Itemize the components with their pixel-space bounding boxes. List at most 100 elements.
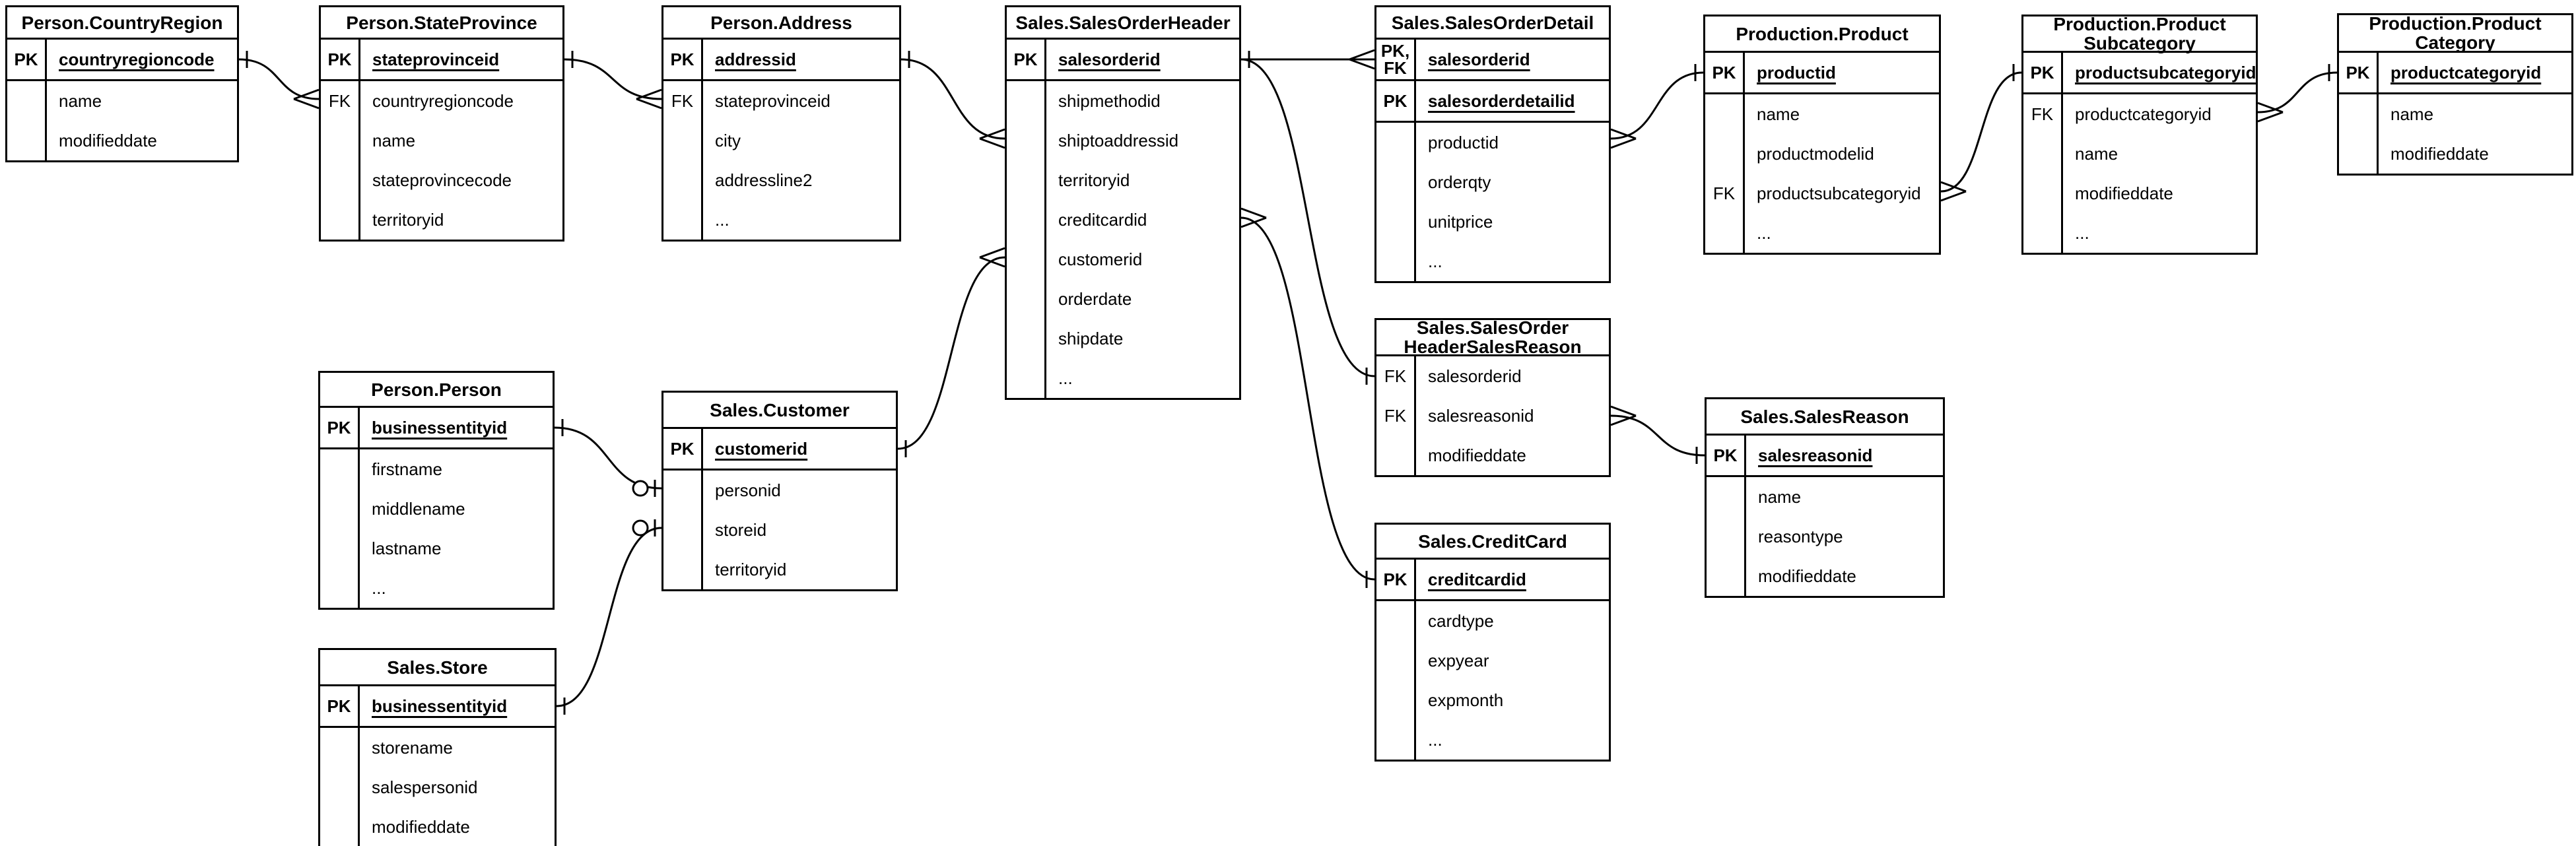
key-label-line: PK xyxy=(670,49,695,69)
key-label-line: PK, xyxy=(1380,41,1410,61)
key-label xyxy=(1007,358,1044,398)
field-name-businessentityid: businessentityid xyxy=(372,417,508,438)
field-name-cardtype: cardtype xyxy=(1428,610,1494,631)
field-column: salesorderid xyxy=(1416,40,1609,79)
field-name-city: city xyxy=(715,130,741,150)
field-row: salesorderdetailid xyxy=(1416,81,1609,121)
field-row: modifieddate xyxy=(2379,134,2571,174)
field-name-territoryid: territoryid xyxy=(372,209,444,230)
field-name-name: name xyxy=(59,90,102,111)
field-name-: ... xyxy=(1757,222,1771,243)
field-name-orderdate: orderdate xyxy=(1058,288,1132,309)
field-row: modifieddate xyxy=(1746,556,1943,596)
entity-title: Production.Product xyxy=(1705,16,1939,53)
field-row: productsubcategoryid xyxy=(1745,174,1939,213)
key-label: FK xyxy=(2023,94,2061,134)
key-label xyxy=(320,489,358,529)
key-label: PK xyxy=(663,40,701,79)
key-label: PK xyxy=(7,40,45,79)
field-name-salesorderid: salesorderid xyxy=(1058,49,1161,69)
field-name-productid: productid xyxy=(1757,62,1836,82)
field-name-productmodelid: productmodelid xyxy=(1757,143,1874,164)
field-name-unitprice: unitprice xyxy=(1428,211,1493,232)
entity-title-line: Sales.CreditCard xyxy=(1418,531,1567,552)
field-row: reasontype xyxy=(1746,517,1943,556)
relationship-line xyxy=(897,256,1005,450)
field-name-customerid: customerid xyxy=(1058,249,1143,269)
key-column xyxy=(320,728,360,846)
field-name-creditcardid: creditcardid xyxy=(1058,209,1147,230)
field-name-storeid: storeid xyxy=(715,519,767,540)
entity-title-line: Person.Person xyxy=(371,379,502,400)
field-name-countryregioncode: countryregioncode xyxy=(59,49,215,69)
entity-section: PK stateprovinceid xyxy=(321,40,562,79)
field-row: businessentityid xyxy=(360,686,555,726)
entity-title: Sales.CreditCard xyxy=(1376,525,1609,560)
field-row: name xyxy=(1746,477,1943,517)
field-name-productsubcategoryid: productsubcategoryid xyxy=(1757,183,1921,203)
field-name-salesreasonid: salesreasonid xyxy=(1758,445,1873,465)
field-row: orderdate xyxy=(1046,279,1239,319)
entity-title: Sales.Customer xyxy=(663,393,896,429)
entity-section: PK productid xyxy=(1705,53,1939,92)
key-column: PK xyxy=(7,40,47,79)
key-column: PK xyxy=(1007,40,1046,79)
rel-countryregion-stateprovince xyxy=(238,51,320,110)
entity-title-line: Subcategory xyxy=(2084,33,2196,53)
relationship-line xyxy=(556,527,662,707)
key-label: FK xyxy=(1376,356,1414,396)
field-row: name xyxy=(2063,134,2256,174)
key-label-line: PK xyxy=(1013,49,1038,69)
field-column: addressid xyxy=(703,40,899,79)
key-label xyxy=(320,449,358,489)
field-column: salesorderdetailid xyxy=(1416,81,1609,121)
relationship-line xyxy=(554,426,662,490)
field-row: ... xyxy=(2063,213,2256,253)
key-column: PK xyxy=(1376,81,1416,121)
relationship-line xyxy=(1610,414,1705,457)
cardinality-many-crowsfoot xyxy=(293,88,320,110)
key-label-line: PK xyxy=(327,418,351,438)
key-label-line: FK xyxy=(671,91,694,111)
field-name-name: name xyxy=(1758,486,1802,507)
entity-title-line: HeaderSalesReason xyxy=(1404,337,1582,357)
field-row: countryregioncode xyxy=(47,40,237,79)
cardinality-many-crowsfoot xyxy=(1610,128,1637,149)
entity-section: PK businessentityid xyxy=(320,408,553,447)
relationship-line xyxy=(238,58,320,100)
entity-title-line: Sales.SalesOrderDetail xyxy=(1391,12,1594,33)
field-name-: ... xyxy=(715,209,729,230)
key-label-line: FK xyxy=(1384,58,1407,78)
cardinality-many-crowsfoot xyxy=(2257,102,2284,123)
field-row: creditcardid xyxy=(1046,200,1239,240)
field-name-: ... xyxy=(2075,222,2089,243)
relationship-line xyxy=(1240,58,1375,377)
key-label xyxy=(2023,174,2061,213)
relationship-line xyxy=(1940,71,2022,193)
field-row: cardtype xyxy=(1416,601,1609,641)
field-name-countryregioncode: countryregioncode xyxy=(372,90,514,111)
field-row: ... xyxy=(1046,358,1239,398)
key-label xyxy=(320,767,358,807)
key-column xyxy=(1376,601,1416,760)
key-label-line: PK xyxy=(327,49,352,69)
field-row: ... xyxy=(360,568,553,608)
key-label xyxy=(1376,680,1414,720)
key-label-line: PK xyxy=(327,696,351,716)
field-row: ... xyxy=(1416,720,1609,760)
key-label-line: PK xyxy=(1712,63,1736,82)
entity-title-line: Sales.SalesOrderHeader xyxy=(1015,12,1231,33)
entity-title-line: Production.Product xyxy=(2053,14,2226,34)
field-row: stateprovinceid xyxy=(360,40,562,79)
